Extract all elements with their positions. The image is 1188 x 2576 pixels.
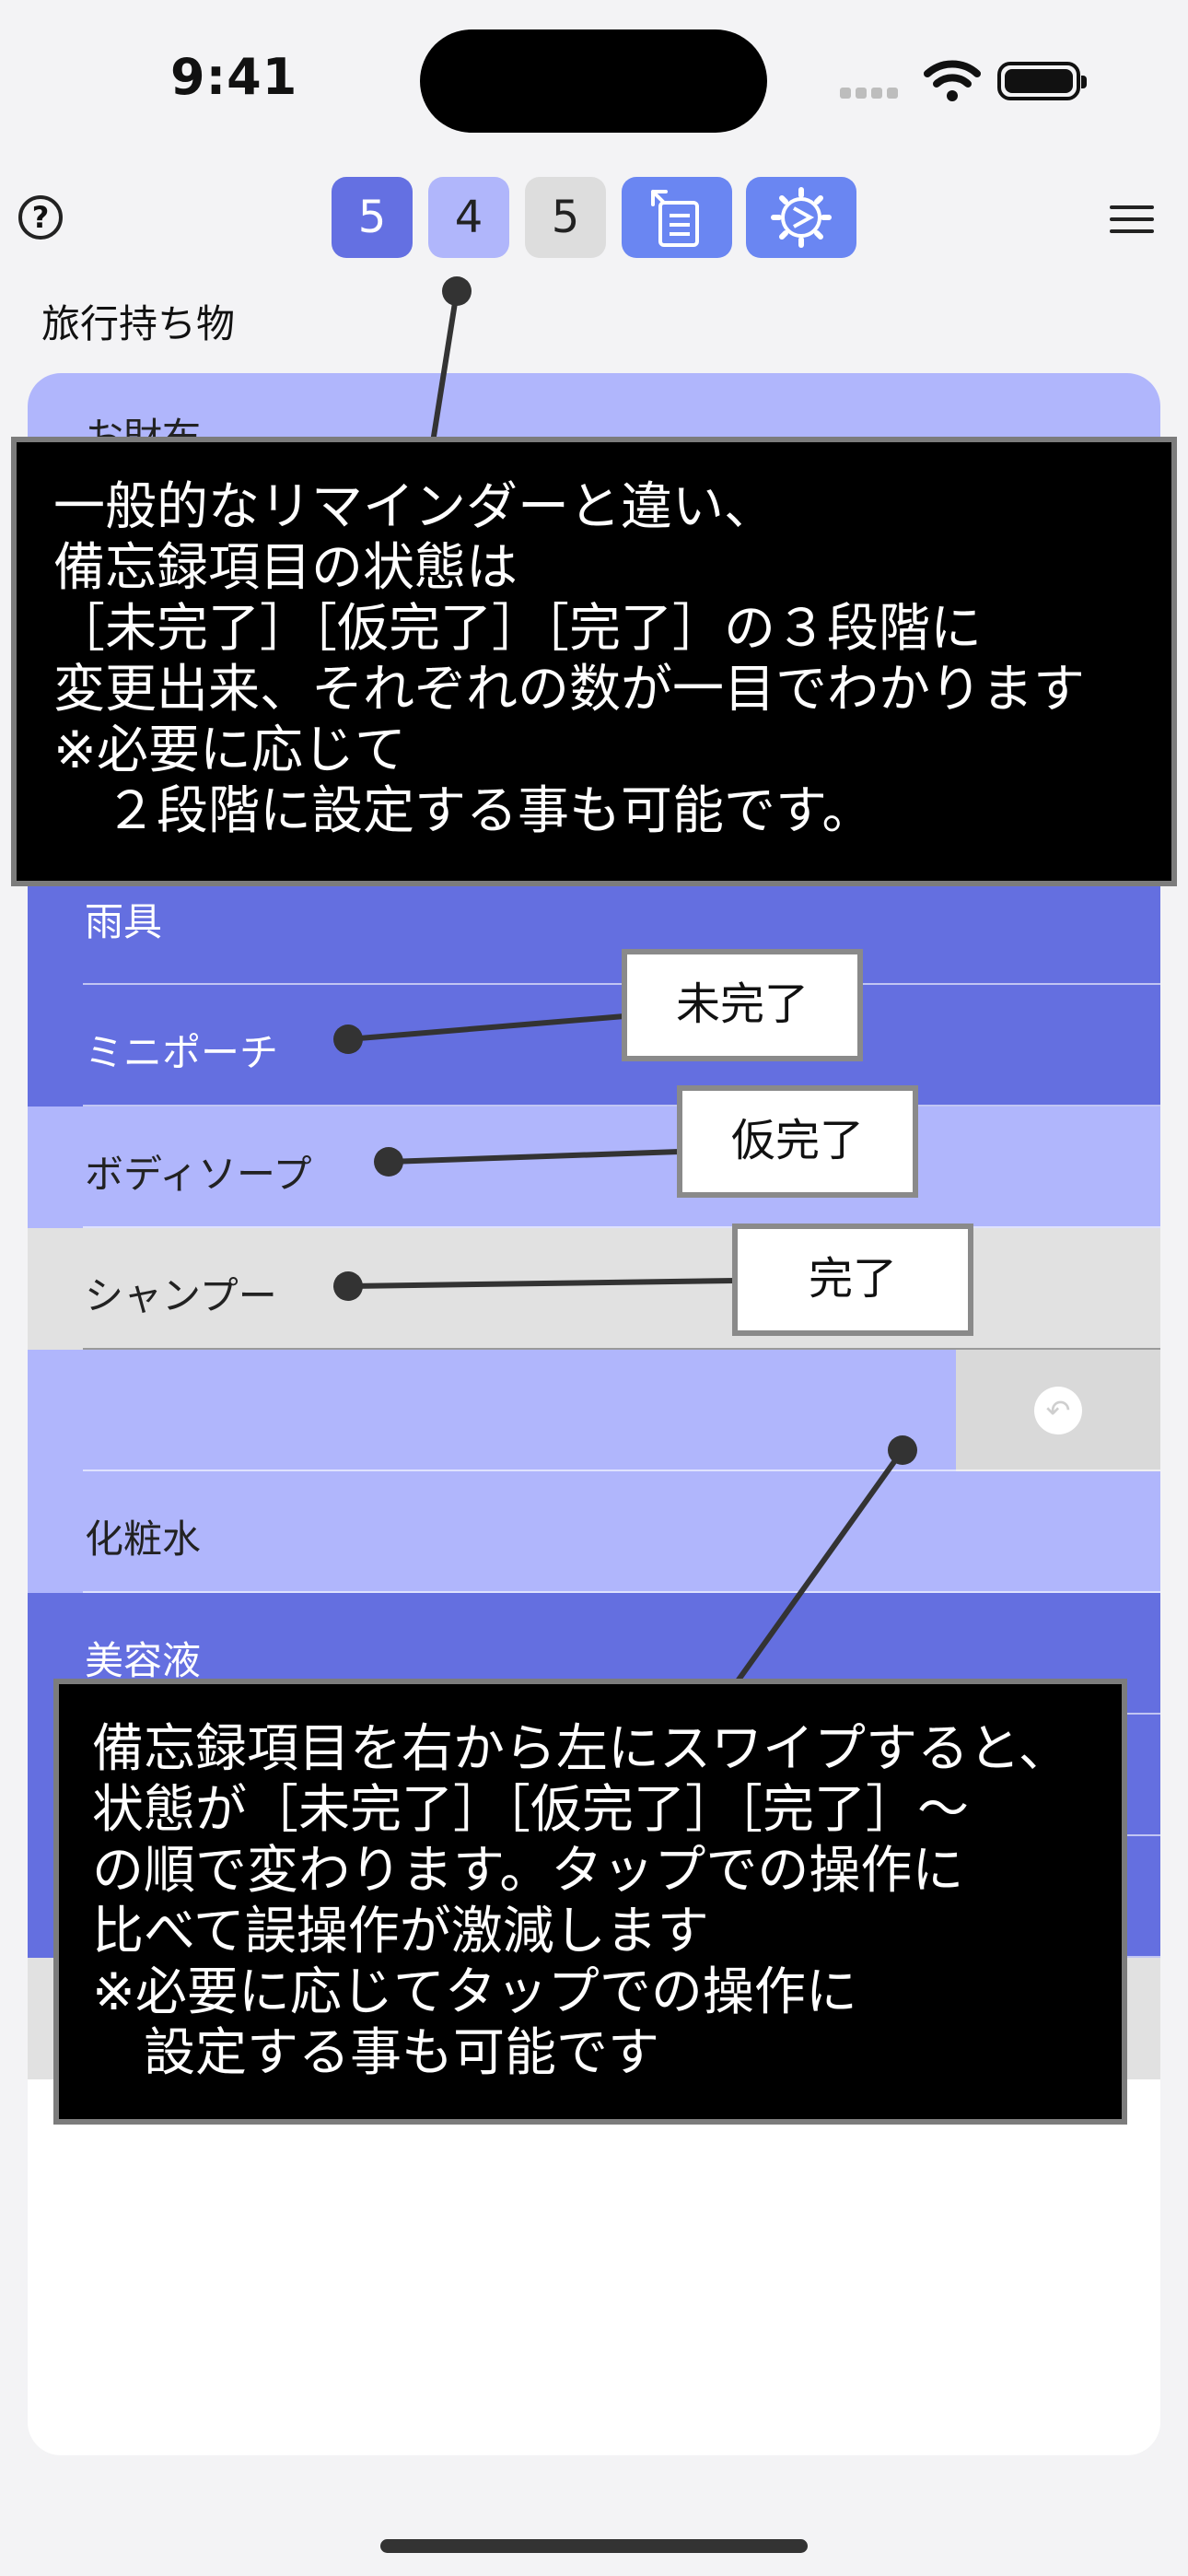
label-complete: 完了 xyxy=(732,1224,973,1336)
cellular-signal-icon xyxy=(840,85,903,102)
undo-icon: ↶ xyxy=(1034,1387,1082,1434)
list-item-label: 化粧水 xyxy=(85,1516,202,1562)
list-item[interactable]: ボディソープ xyxy=(28,1107,1160,1228)
home-indicator[interactable] xyxy=(380,2539,808,2553)
help-icon[interactable]: ? xyxy=(18,195,63,240)
list-edit-button[interactable] xyxy=(622,177,732,258)
callout-swipe-instructions: 備忘録項目を右から左にスワイプすると、 状態が［未完了］［仮完了］［完了］〜 の… xyxy=(53,1679,1127,2125)
callout-three-states: 一般的なリマインダーと違い、 備忘録項目の状態は ［未完了］［仮完了］［完了］の… xyxy=(11,437,1177,886)
list-edit-icon xyxy=(651,190,699,247)
battery-icon xyxy=(997,62,1087,100)
list-item-label: 雨具 xyxy=(85,899,163,944)
status-time: 9:41 xyxy=(170,48,298,106)
list-item[interactable]: 化粧水 xyxy=(28,1471,1160,1593)
list-item[interactable]: ミニポーチ xyxy=(28,985,1160,1107)
complete-count-button[interactable]: 5 xyxy=(525,177,606,258)
settings-gear-icon xyxy=(771,187,832,248)
swipe-undo-action[interactable]: ↶ xyxy=(956,1350,1160,1471)
menu-icon[interactable] xyxy=(1110,205,1154,241)
list-item-label: ミニポーチ xyxy=(85,1030,279,1075)
list-item-label: シャンプー xyxy=(85,1273,277,1318)
wifi-icon xyxy=(924,60,981,101)
list-title: 旅行持ち物 xyxy=(41,301,236,346)
list-item-label: 美容液 xyxy=(85,1638,202,1683)
label-incomplete: 未完了 xyxy=(622,949,863,1061)
label-provisional: 仮完了 xyxy=(677,1085,918,1198)
incomplete-count-button[interactable]: 5 xyxy=(332,177,413,258)
list-item-label: ボディソープ xyxy=(85,1152,312,1197)
provisional-count-button[interactable]: 4 xyxy=(428,177,509,258)
dynamic-island xyxy=(420,29,767,133)
list-item-swiped[interactable]: ↶ xyxy=(28,1350,1160,1471)
settings-button[interactable] xyxy=(746,177,856,258)
